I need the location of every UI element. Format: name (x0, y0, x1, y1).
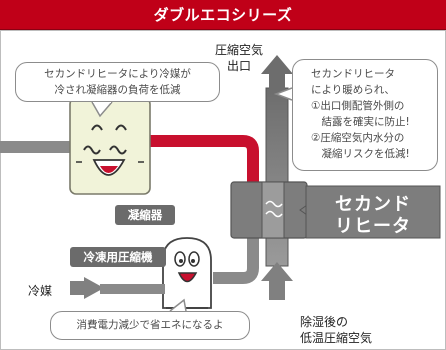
heat-wave-icon (265, 200, 283, 208)
refrigerant-label: 冷媒 (28, 284, 53, 298)
compressor-label: 冷凍用圧縮機 (70, 247, 166, 267)
air-inlet-label-line1: 除湿後の (300, 315, 349, 329)
air-inlet-label-line2: 低温圧縮空気 (300, 331, 373, 345)
refrigerant-pipe-left (0, 141, 70, 153)
air-outlet-label-line1: 圧縮空気 (214, 43, 263, 57)
refrigerant-pipe-return (213, 218, 259, 284)
refrigerant-inlet-arrow (70, 277, 165, 299)
condenser-label: 凝縮器 (115, 205, 175, 225)
bubble-tail-bottom (169, 298, 187, 312)
bubble-tail-right (273, 87, 293, 101)
reheater-note-bubble: セカンドリヒータ により暖められ、 ①出口側配管外側の 結露を確実に防止! ②圧… (292, 59, 438, 171)
header-bar: ダブルエコシリーズ (0, 0, 446, 30)
reheater-note-line6: 凝縮リスクを低減! (311, 148, 410, 160)
energy-note-bubble: 消費電力減少で省エネになるよ (50, 311, 250, 340)
second-reheater-label-line2: リヒータ (335, 216, 411, 237)
header-title: ダブルエコシリーズ (153, 6, 293, 24)
air-inlet-arrow (261, 262, 293, 300)
condenser-character (69, 97, 151, 195)
reheater-note-line4: 結露を確実に防止! (311, 116, 410, 128)
air-inlet-label: 除湿後の 低温圧縮空気 (300, 314, 372, 346)
second-reheater-unit (230, 181, 441, 239)
condenser-note-line2: 冷され凝縮器の負荷を低減 (54, 84, 181, 96)
reheater-note-line1: セカンドリヒータ (311, 68, 395, 80)
compressor-character (162, 237, 212, 309)
air-outlet-label: 圧縮空気 出口 (199, 42, 279, 74)
bubble-tail-top (91, 101, 113, 118)
second-reheater-label-line1: セカンド (335, 194, 411, 215)
condenser-note-bubble: セカンドリヒータにより冷媒が 冷され凝縮器の負荷を低減 (15, 62, 220, 102)
condenser-note-line1: セカンドリヒータにより冷媒が (44, 68, 191, 80)
air-outlet-arrow (261, 55, 293, 90)
air-outlet-label-line2: 出口 (226, 59, 251, 73)
reheater-note-line2: により暖められ、 (311, 84, 395, 96)
reheater-note-line3: ①出口側配管外側の (311, 100, 405, 112)
second-reheater-label: セカンド リヒータ (306, 189, 440, 243)
reheater-note-line5: ②圧縮空気内水分の (311, 132, 405, 144)
